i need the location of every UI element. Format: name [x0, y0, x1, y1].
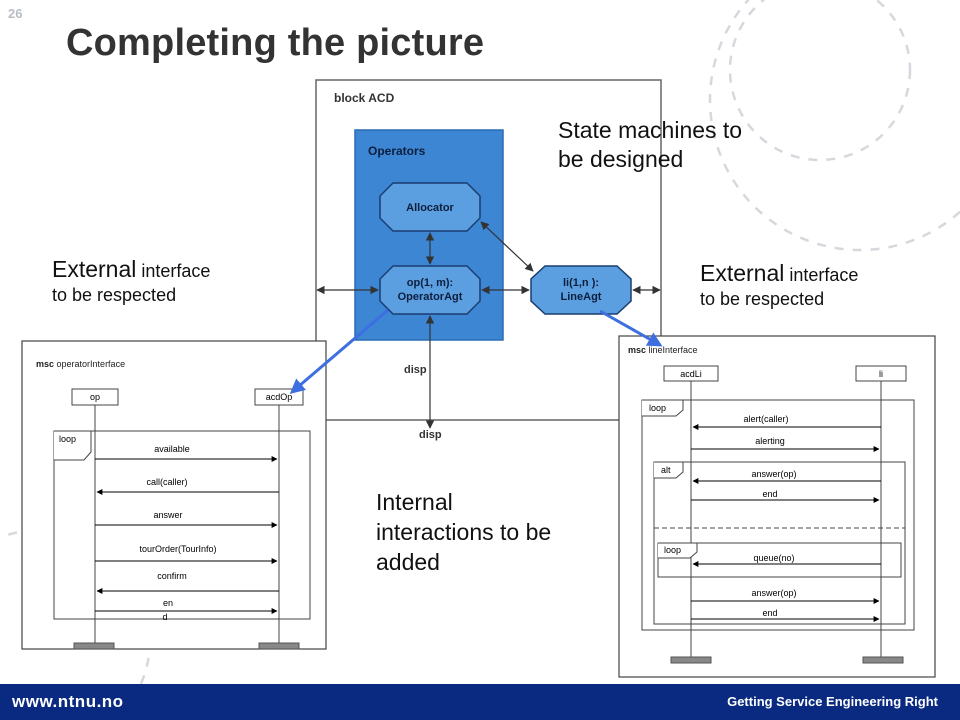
disp-inner-label: disp [404, 364, 427, 376]
msg-alert-caller: alert(caller) [743, 414, 788, 424]
callout-external-right: External interface to be respected [700, 260, 859, 309]
msg-end-2: d [162, 612, 167, 622]
block-acd-title: block ACD [334, 91, 395, 105]
msg-queue-no: queue(no) [753, 553, 794, 563]
slide-title: Completing the picture [66, 22, 485, 64]
msg-end-alt-1: end [762, 489, 777, 499]
operator-agt-label-2: OperatorAgt [398, 291, 463, 303]
svg-text:msc lineInterface: msc lineInterface [628, 345, 698, 355]
outer-loop-frame [641, 399, 915, 631]
msg-tour-order: tourOrder(TourInfo) [139, 544, 216, 554]
msc-operator-interface: msc operatorInterface op acdOp loop avai… [21, 340, 327, 650]
msc-line-keyword: msc [628, 345, 646, 355]
msc-line-name: lineInterface [649, 345, 698, 355]
loop-frame [53, 430, 311, 620]
msg-call-caller: call(caller) [146, 477, 187, 487]
link-arrow-right [599, 309, 663, 347]
msg-answer-op-2: answer(op) [751, 588, 796, 598]
msg-end-1: en [163, 598, 173, 608]
lifeline-acdli-label: acdLi [680, 369, 702, 379]
line-agt-label-2: LineAgt [561, 291, 602, 303]
line-agt-label-1: li(1,n ): [563, 277, 599, 289]
svg-text:msc operatorInterface: msc operatorInterface [36, 359, 125, 369]
alt-frame-label: alt [661, 465, 671, 475]
loop-frame-label: loop [59, 434, 76, 444]
lifeline-acdop-label: acdOp [266, 392, 293, 402]
callout-internal-interactions: Internal interactions to be added [376, 489, 552, 575]
lifeline-op-label: op [90, 392, 100, 402]
alt-frame [653, 461, 906, 625]
msc-operator-name: operatorInterface [57, 359, 126, 369]
link-arrow-left [289, 308, 389, 394]
page-number: 26 [8, 6, 23, 21]
disp-outer-label: disp [419, 429, 442, 441]
footer-url-link[interactable]: www.ntnu.no [12, 692, 124, 711]
msg-answer-op-1: answer(op) [751, 469, 796, 479]
msg-confirm: confirm [157, 571, 187, 581]
inner-loop-label: loop [664, 545, 681, 555]
callout-external-left: External interface to be respected [52, 256, 211, 305]
operators-title: Operators [368, 144, 426, 158]
allocator-node [379, 182, 481, 232]
msg-alerting: alerting [755, 436, 785, 446]
msg-answer: answer [153, 510, 182, 520]
callout-state-machines: State machines to be designed [558, 117, 743, 172]
lifeline-li-label: li [879, 369, 883, 379]
msg-available: available [154, 444, 190, 454]
footer-bar: www.ntnu.no Getting Service Engineering … [0, 684, 960, 720]
block-acd: block ACD Operators Allocator op(1, m): … [315, 79, 662, 441]
outer-loop-label: loop [649, 403, 666, 413]
allocator-label: Allocator [406, 202, 454, 214]
msc-line-interface: msc lineInterface acdLi li loop alert(ca… [618, 335, 936, 678]
operator-agt-label-1: op(1, m): [407, 277, 453, 289]
footer-tagline: Getting Service Engineering Right [727, 694, 938, 709]
line-agt-node [530, 265, 632, 315]
operator-agt-node [379, 265, 481, 315]
inner-loop-frame [657, 542, 902, 578]
msc-operator-keyword: msc [36, 359, 54, 369]
msg-end-alt-2: end [762, 608, 777, 618]
